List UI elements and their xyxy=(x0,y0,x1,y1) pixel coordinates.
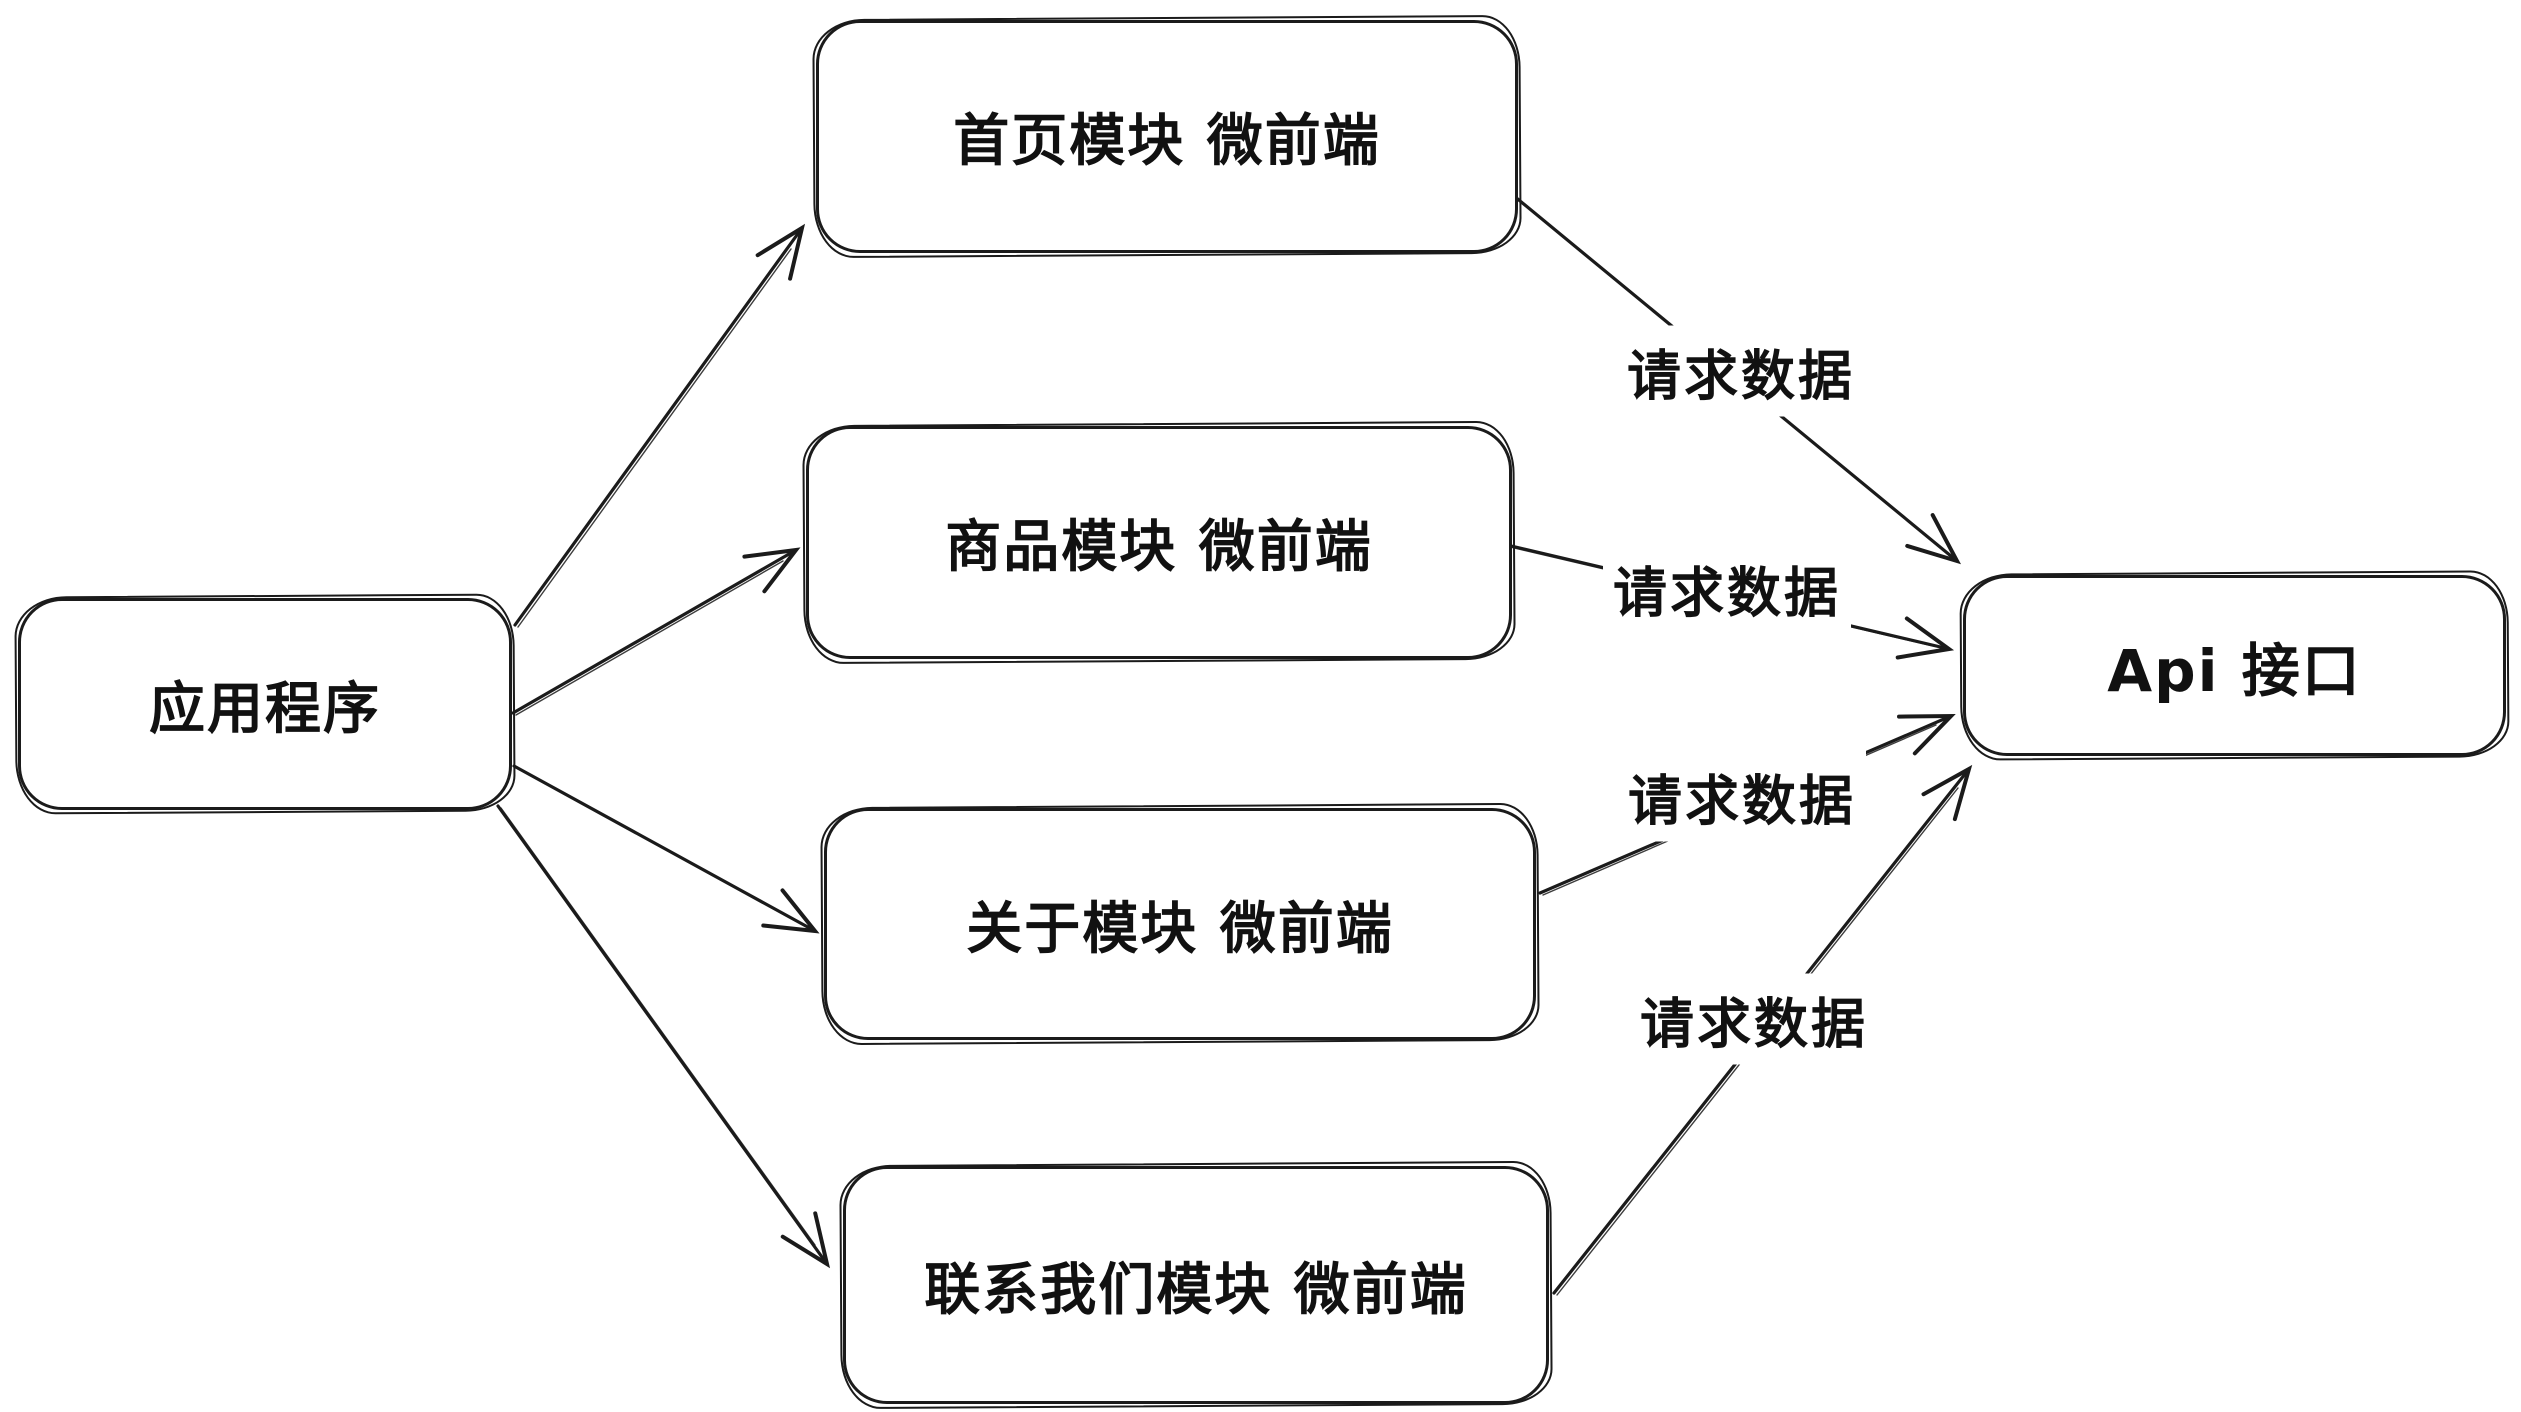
node-product-module-label: 商品模块 微前端 xyxy=(945,515,1373,580)
node-contact-module-label: 联系我们模块 微前端 xyxy=(924,1257,1468,1323)
arrow-app-to-contact xyxy=(496,804,831,1269)
node-about-module[interactable]: 关于模块 微前端 xyxy=(824,808,1536,1040)
node-api-label: Api 接口 xyxy=(2107,636,2362,705)
arrow-app-to-home xyxy=(513,223,806,628)
node-application-label: 应用程序 xyxy=(149,676,381,742)
arrow-app-to-about xyxy=(512,764,820,934)
node-product-module[interactable]: 商品模块 微前端 xyxy=(806,426,1512,659)
node-home-module[interactable]: 首页模块 微前端 xyxy=(816,20,1518,253)
node-application[interactable]: 应用程序 xyxy=(18,598,512,810)
node-contact-module[interactable]: 联系我们模块 微前端 xyxy=(843,1166,1549,1404)
node-about-module-label: 关于模块 微前端 xyxy=(966,896,1394,962)
edge-label-request-data-2: 请求数据 xyxy=(1603,542,1851,634)
edge-label-request-data-3: 请求数据 xyxy=(1618,750,1866,842)
arrow-app-to-product xyxy=(511,547,801,716)
node-api[interactable]: Api 接口 xyxy=(1963,575,2506,756)
edge-label-request-data-4: 请求数据 xyxy=(1630,973,1878,1065)
node-home-module-label: 首页模块 微前端 xyxy=(953,109,1381,174)
edge-label-request-data-1: 请求数据 xyxy=(1617,325,1865,417)
